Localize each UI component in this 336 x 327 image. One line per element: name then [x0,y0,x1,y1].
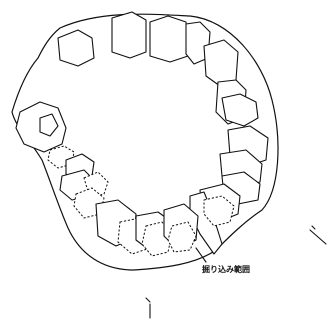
stone [204,40,238,86]
stone [112,12,146,58]
stake-tip [146,298,150,302]
north-arrow-mark [310,230,326,244]
stone [150,16,188,62]
north-arrow-tip [312,226,315,229]
stone [58,30,94,66]
excavation-range-label: 掘り込み範囲 [202,264,250,274]
